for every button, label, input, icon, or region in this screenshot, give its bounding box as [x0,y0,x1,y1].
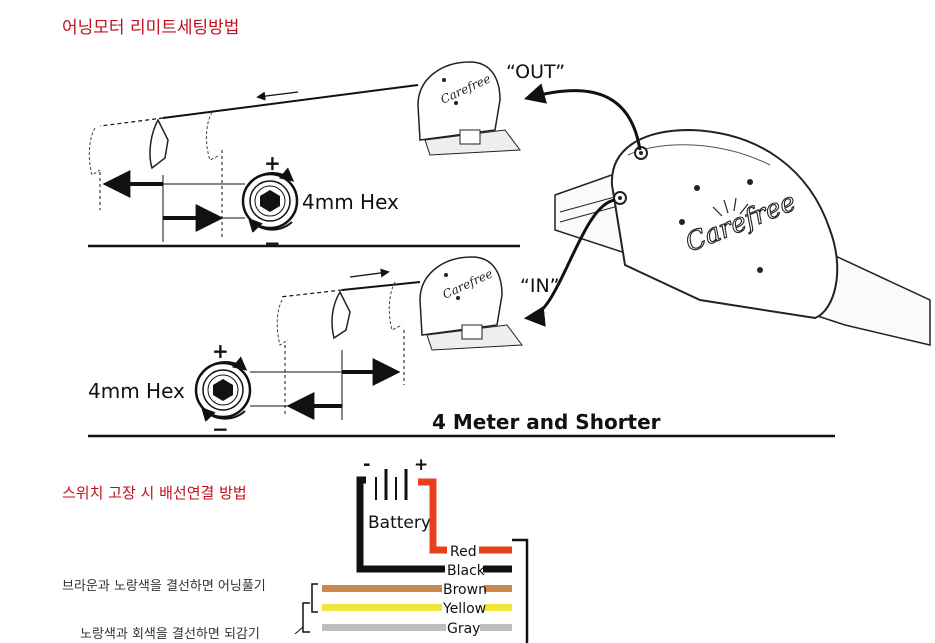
plus-sign-top: + [264,151,281,175]
wire-label-black: Black [447,563,486,579]
switch-failure-title: 스위치 고장 시 배선연결 방법 [62,484,247,502]
plus-sign-bottom: + [212,339,229,363]
battery-plus-sign: + [414,455,428,475]
connector-bracket [512,538,529,643]
note-brown-yellow: 브라운과 노랑색을 결선하면 어닝풀기 [62,579,266,594]
motor-illustration: Carefree [554,128,931,346]
hex-adjuster-top [241,167,299,233]
length-note: 4 Meter and Shorter [432,410,661,434]
wire-label-red: Red [450,544,477,560]
wire-yellow [322,604,512,611]
minus-sign-top: − [264,231,281,255]
wire-label-gray: Gray [447,621,480,637]
wire-black [356,476,512,573]
out-label: “OUT” [506,61,565,83]
hex-label-top: 4mm Hex [302,190,399,214]
hex-label-bottom: 4mm Hex [88,379,185,403]
battery [366,469,426,534]
small-motor-top: Carefree [417,61,521,156]
bracket-brown-yellow [311,583,318,613]
wire-label-brown: Brown [443,582,487,598]
in-label: “IN” [520,275,560,297]
wire-red [418,478,512,554]
battery-minus-sign: - [363,454,370,475]
battery-label: Battery [368,513,431,533]
wire-gray [322,624,512,631]
minus-sign-bottom: − [212,417,229,441]
note-yellow-gray: 노랑색과 회색을 결선하면 되감기 [80,627,260,642]
hex-adjuster-bottom [194,356,252,422]
bracket-yellow-gray [302,602,310,633]
limit-setting-title: 어닝모터 리미트세팅방법 [62,18,239,38]
in-arrow [523,198,616,327]
wire-brown [322,585,512,592]
out-arrow [523,83,642,151]
small-motor-bottom: Carefree [419,256,523,351]
wire-label-yellow: Yellow [442,601,486,617]
